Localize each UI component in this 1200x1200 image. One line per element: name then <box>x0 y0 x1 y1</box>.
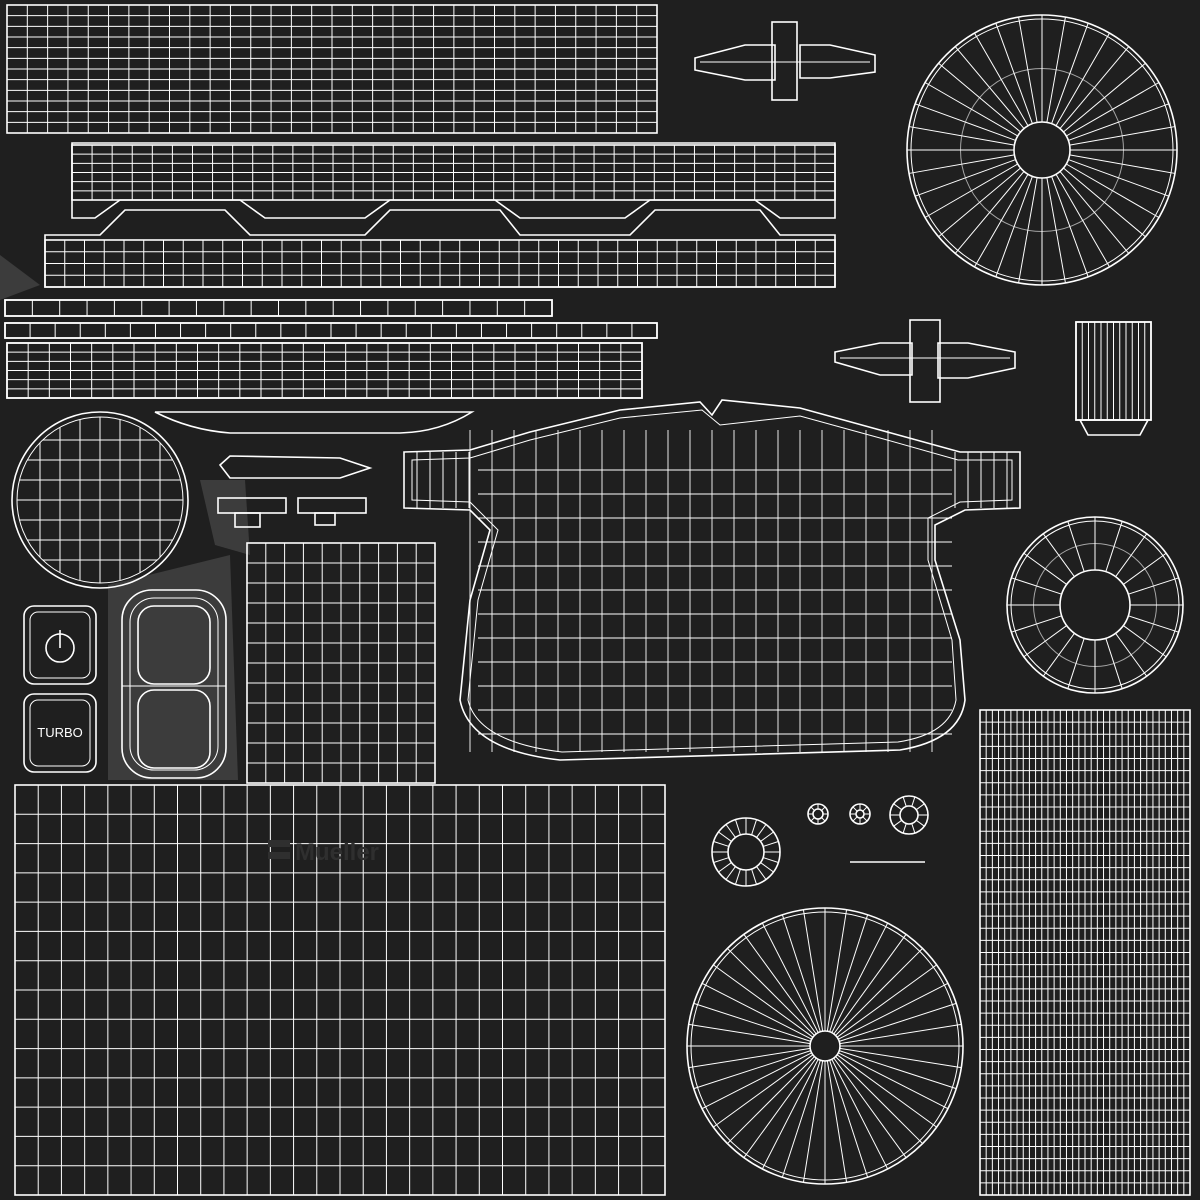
power-button <box>23 605 97 685</box>
grid-top-left <box>6 4 658 134</box>
grid-strip-3 <box>6 342 643 399</box>
grid-bottom-left <box>14 784 666 1196</box>
grid-thin-1 <box>4 299 553 317</box>
turbo-button: TURBO <box>23 693 97 773</box>
cylinder-part <box>1075 321 1152 436</box>
body-shell-patch <box>403 399 1021 761</box>
grid-bottom-right <box>979 709 1191 1196</box>
rounded-slot-part <box>121 589 227 779</box>
wavy-strip-top <box>71 142 836 219</box>
thin-strip-2 <box>4 322 658 339</box>
turbo-label: TURBO <box>37 725 83 740</box>
wavy-strip-bottom <box>44 209 836 288</box>
lens-strip <box>154 411 475 434</box>
small-blade <box>218 455 373 479</box>
disc-top-right <box>906 14 1178 286</box>
disc-bottom <box>686 907 964 1185</box>
mueller-logo: Mueller <box>268 839 379 866</box>
grid-middle-column <box>246 542 436 784</box>
left-disc <box>11 411 189 589</box>
small-knob-parts <box>217 497 367 528</box>
shade-left <box>0 255 40 300</box>
logo-text: Mueller <box>295 839 379 866</box>
rod-part-mid <box>834 319 1016 403</box>
thin-strip-1 <box>4 299 553 317</box>
grid-wavy-lower <box>44 239 836 288</box>
ring-mid-right <box>1006 516 1184 694</box>
small-rings <box>711 795 929 887</box>
rod-part-top <box>694 21 876 101</box>
